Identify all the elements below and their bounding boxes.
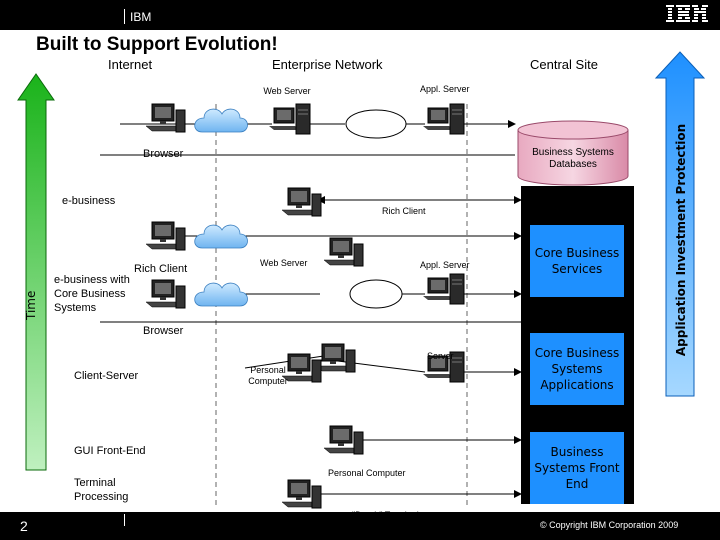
page-title: Built to Support Evolution! bbox=[36, 34, 278, 55]
label-rich-client-2: Rich Client bbox=[134, 263, 188, 275]
era-terminal: Terminal Processing bbox=[74, 477, 129, 503]
time-arrow bbox=[17, 73, 55, 471]
label-server: Server bbox=[427, 351, 454, 361]
copyright-text: © Copyright IBM Corporation 2009 bbox=[540, 520, 679, 530]
time-label: Time bbox=[24, 290, 38, 320]
label-databases: Business Systems Databases bbox=[532, 147, 614, 170]
page-number: 2 bbox=[20, 518, 28, 534]
footer-bar bbox=[0, 512, 720, 540]
front-end-label: Business Systems Front End bbox=[534, 445, 620, 491]
database-cylinder bbox=[517, 120, 629, 186]
era-ebusiness: e-business bbox=[62, 195, 116, 207]
core-services-label: Core Business Services bbox=[534, 246, 620, 276]
label-personal-computer-2: Personal Computer bbox=[328, 468, 406, 478]
column-enterprise: Enterprise Network bbox=[272, 57, 383, 72]
era-gui-front-end: GUI Front-End bbox=[74, 445, 146, 457]
core-apps-label: Core Business Systems Applications bbox=[534, 346, 620, 392]
ibm-logo-icon bbox=[666, 5, 708, 22]
protection-arrow bbox=[654, 51, 706, 397]
footer-separator bbox=[124, 514, 125, 526]
core-apps-box: Core Business Systems Applications bbox=[530, 333, 624, 405]
era-client-server: Client-Server bbox=[74, 370, 139, 382]
label-browser-1: Browser bbox=[143, 148, 184, 160]
column-central: Central Site bbox=[530, 57, 598, 72]
label-web-server-1: Web Server bbox=[263, 86, 311, 96]
brand-label: IBM bbox=[130, 10, 152, 24]
protection-label: Application Investment Protection bbox=[674, 123, 688, 357]
front-end-box: Business Systems Front End bbox=[530, 432, 624, 504]
header-bar: IBM bbox=[0, 0, 720, 30]
label-rich-client-1: Rich Client bbox=[382, 206, 426, 216]
header-separator bbox=[124, 9, 125, 24]
label-appl-server-1: Appl. Server bbox=[420, 84, 470, 94]
core-services-box: Core Business Services bbox=[530, 225, 624, 297]
label-web-server-2: Web Server bbox=[260, 258, 308, 268]
label-appl-server-2: Appl. Server bbox=[420, 260, 470, 270]
label-browser-2: Browser bbox=[143, 325, 184, 337]
label-personal-computer-1: Personal Computer bbox=[248, 365, 288, 386]
era-ebusiness-core: e-business with Core Business Systems bbox=[54, 274, 130, 314]
column-internet: Internet bbox=[108, 57, 153, 72]
